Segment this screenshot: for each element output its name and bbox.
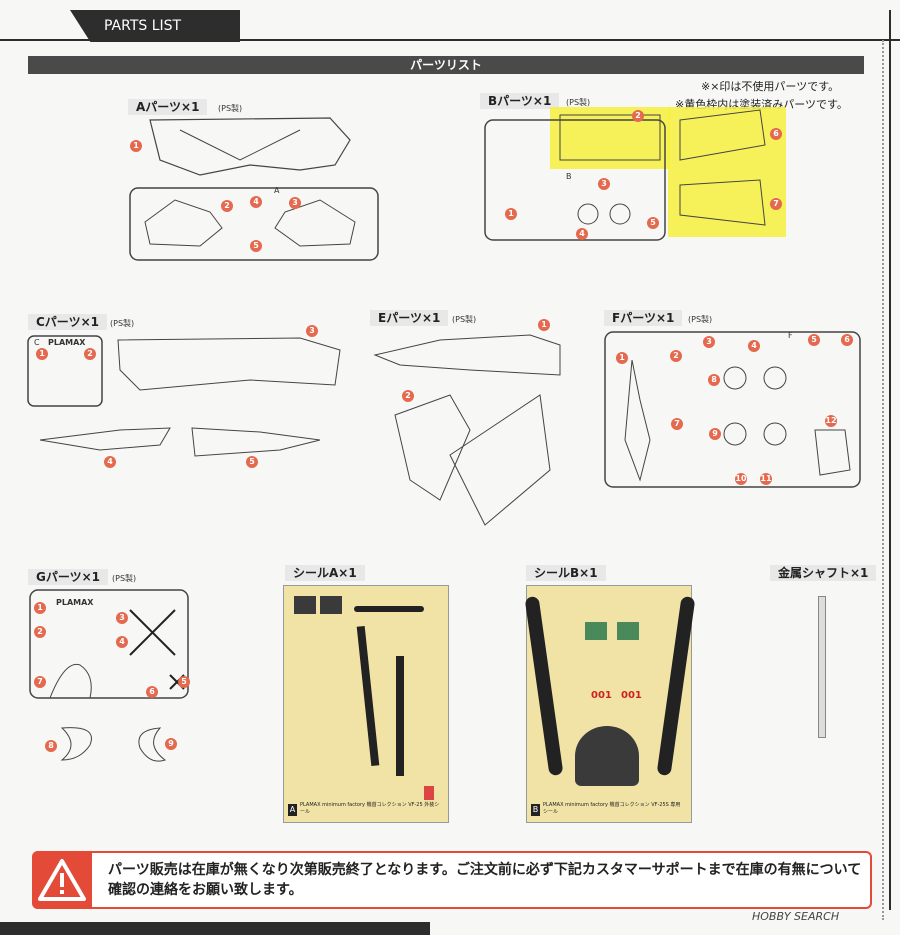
part-number: 2	[221, 200, 233, 212]
seal-b-mark: 001	[621, 690, 642, 701]
group-e-label: Eパーツ×1	[370, 310, 449, 326]
seal-b-letter: B	[531, 804, 540, 816]
painted-highlight	[550, 107, 670, 169]
part-number: 5	[808, 334, 820, 346]
part-number: 2	[402, 390, 414, 402]
part-number: 6	[841, 334, 853, 346]
part-number: 1	[34, 602, 46, 614]
part-number: 1	[505, 208, 517, 220]
group-g-label: Gパーツ×1	[28, 569, 109, 585]
part-number: 10	[735, 473, 747, 485]
part-number: 3	[306, 325, 318, 337]
header-rule	[0, 39, 900, 41]
seal-b-label: シールB×1	[526, 565, 606, 581]
part-number: 4	[748, 340, 760, 352]
group-f-label: Fパーツ×1	[604, 310, 683, 326]
part-number: 5	[647, 217, 659, 229]
cut-line	[882, 40, 884, 920]
seal-a-label: シールA×1	[285, 565, 365, 581]
part-number: 3	[703, 336, 715, 348]
part-number: 9	[709, 428, 721, 440]
seal-a-sheet: A PLAMAX minimum factory 機首コレクション VF-25 …	[283, 585, 449, 823]
part-number: 1	[130, 140, 142, 152]
painted-highlight	[668, 107, 786, 237]
part-number: 2	[34, 626, 46, 638]
watermark: HOBBY SEARCH	[752, 910, 840, 923]
warning-text: パーツ販売は在庫が無くなり次第販売終了となります。ご注文前に必ず下記カスタマーサ…	[108, 862, 862, 898]
header-tab-title: PARTS LIST	[104, 18, 182, 34]
part-number: 4	[250, 196, 262, 208]
part-number: 1	[538, 319, 550, 331]
part-number: 8	[708, 374, 720, 386]
part-number: 1	[36, 348, 48, 360]
section-title: パーツリスト	[28, 56, 864, 74]
part-number: 7	[770, 198, 782, 210]
part-number: 3	[598, 178, 610, 190]
brand-logo: PLAMAX	[48, 338, 86, 347]
note-unused: ※×印は不使用パーツです。	[701, 80, 840, 93]
part-number: 4	[116, 636, 128, 648]
part-number: 7	[671, 418, 683, 430]
part-number: 5	[246, 456, 258, 468]
part-number: 4	[576, 228, 588, 240]
shaft-label: 金属シャフト×1	[770, 565, 877, 581]
group-b-material: (PS製)	[566, 98, 591, 107]
seal-b-sheet: 001 001 B PLAMAX minimum factory 機首コレクショ…	[524, 585, 696, 823]
group-a-material: (PS製)	[218, 104, 243, 113]
group-b-label: Bパーツ×1	[480, 93, 560, 109]
part-number: 7	[34, 676, 46, 688]
group-f-material: (PS製)	[688, 315, 713, 324]
page-border	[889, 10, 891, 910]
warning-icon-box	[32, 851, 92, 909]
part-number: 5	[178, 676, 190, 688]
part-number: 9	[165, 738, 177, 750]
warning-box	[32, 851, 872, 909]
seal-b-mark: 001	[591, 690, 612, 701]
part-number: 2	[632, 110, 644, 122]
seal-a-footer: PLAMAX minimum factory 機首コレクション VF-25 外装…	[300, 802, 440, 815]
group-g-material: (PS製)	[112, 574, 137, 583]
warning-icon	[38, 859, 86, 901]
group-c-runner-letter: C	[34, 338, 40, 347]
group-c-label: Cパーツ×1	[28, 314, 107, 330]
brand-logo: PLAMAX	[56, 598, 94, 607]
part-number: 1	[616, 352, 628, 364]
seal-b-footer: PLAMAX minimum factory 機首コレクション VF-25S 専…	[543, 802, 681, 815]
part-number: 12	[825, 415, 837, 427]
part-number: 2	[84, 348, 96, 360]
part-number: 4	[104, 456, 116, 468]
group-a-runner-letter: A	[274, 186, 280, 195]
part-number: 3	[289, 197, 301, 209]
group-b-runner-letter: B	[566, 172, 572, 181]
group-f-runner-letter: F	[788, 331, 793, 340]
part-number: 6	[770, 128, 782, 140]
group-a-label: Aパーツ×1	[128, 99, 208, 115]
group-e-material: (PS製)	[452, 315, 477, 324]
part-number: 8	[45, 740, 57, 752]
part-number: 11	[760, 473, 772, 485]
footer-bar	[0, 922, 430, 935]
part-number: 2	[670, 350, 682, 362]
group-c-material: (PS製)	[110, 319, 135, 328]
metal-shaft	[818, 596, 826, 738]
part-number: 3	[116, 612, 128, 624]
part-number: 6	[146, 686, 158, 698]
seal-a-letter: A	[288, 804, 297, 816]
header-tab: PARTS LIST	[70, 10, 240, 42]
part-number: 5	[250, 240, 262, 252]
